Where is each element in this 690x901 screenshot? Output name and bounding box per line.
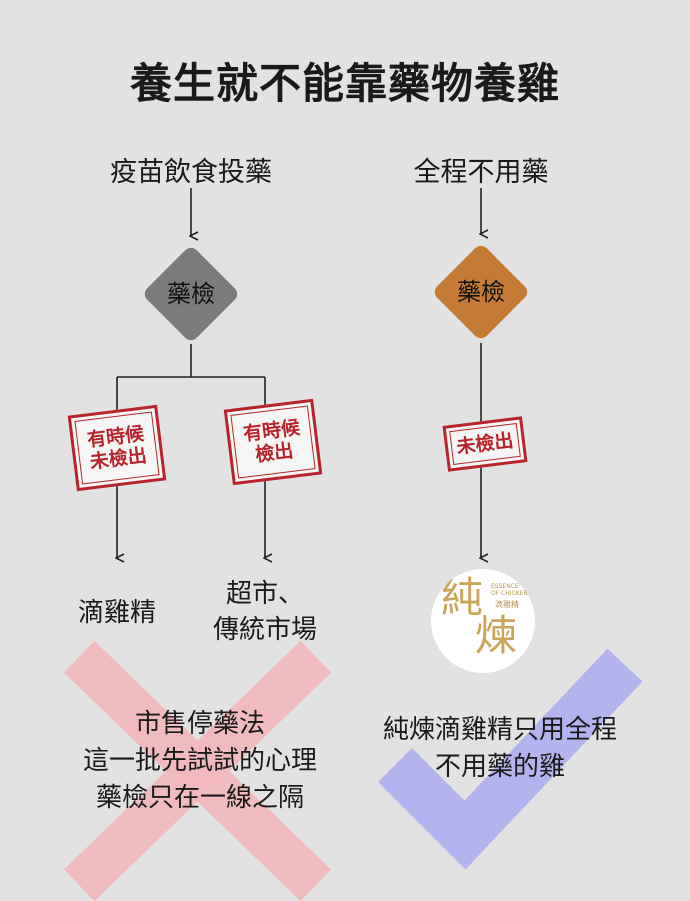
left-check-label: 藥檢 [167,280,215,308]
left-start-label: 疫苗飲食投藥 [110,157,272,188]
right-note: 純煉滴雞精只用全程 不用藥的雞 [355,712,645,786]
left-outcome-b-line1: 超市、 [225,579,304,609]
brand-logo: 純 煉 ESSENCE OF CHICKEN 滴雞精 [431,569,535,673]
page-title: 養生就不能靠藥物養雞 [129,59,560,108]
right-check-label: 藥檢 [457,278,505,306]
right-stamp: 未檢出 [442,416,528,472]
logo-en-text: ESSENCE OF CHICKEN [491,583,528,597]
left-note-line2: 這一批先試試的心理 [82,746,317,776]
left-stamp-b: 有時候 檢出 [223,398,323,486]
left-check-node: 藥檢 [139,242,243,346]
left-note: 市售停藥法 這一批先試試的心理 藥檢只在一線之隔 [40,706,360,817]
right-note-line2: 不用藥的雞 [434,752,565,782]
left-stamp-a: 有時候 未檢出 [67,404,167,492]
check-stroke [378,648,643,870]
right-stamp-line1: 未檢出 [455,429,515,459]
left-outcome-b-line2: 傳統市場 [212,615,317,645]
check-mark [378,648,643,870]
left-stamp-b-line2: 檢出 [254,439,295,467]
logo-char-2: 煉 [475,611,518,660]
logo-en-line2: OF CHICKEN [491,590,528,597]
logo-char-1: 純 [441,573,484,622]
right-note-line1: 純煉滴雞精只用全程 [382,715,617,745]
left-outcome-b: 超市、 傳統市場 [195,576,335,648]
logo-en-line1: ESSENCE [491,583,519,590]
cross-mark [63,640,332,901]
logo-brand: 滴雞精 [495,600,519,609]
right-check-node: 藥檢 [429,240,533,344]
left-outcome-a: 滴雞精 [77,598,156,628]
left-note-line1: 市售停藥法 [134,709,265,739]
left-note-line3: 藥檢只在一線之隔 [95,783,304,813]
cross-stroke-2 [63,640,332,901]
right-start-label: 全程不用藥 [413,157,549,188]
